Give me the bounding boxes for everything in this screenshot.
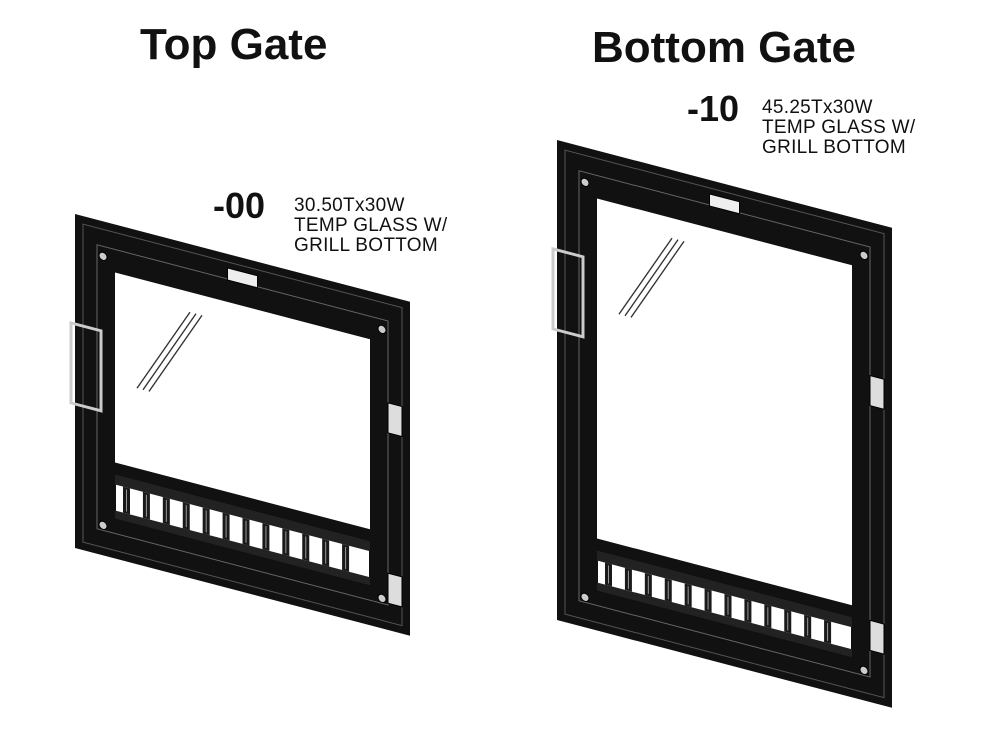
handle [69, 321, 103, 413]
top-gate-desc-line: TEMP GLASS W/ [294, 215, 448, 236]
bolt [580, 177, 590, 187]
top-gate-code: -00 [213, 185, 266, 226]
bottom-gate-size: 45.25Tx30W [762, 97, 873, 118]
frame-bevel [564, 149, 885, 699]
top-gate-desc-line: GRILL BOTTOM [294, 235, 439, 256]
bolt [580, 592, 590, 602]
grill-top-rail [597, 550, 852, 628]
bolt [377, 324, 387, 335]
bolt [859, 250, 869, 261]
hinge [387, 402, 403, 438]
grill-top-rail [115, 474, 370, 552]
latch [227, 267, 258, 289]
hinge [387, 572, 403, 608]
bottom-gate-title: Bottom Gate [592, 23, 856, 72]
glass-reflection [618, 237, 673, 315]
hinge [869, 619, 885, 655]
top-gate-description: 30.50Tx30W TEMP GLASS W/ GRILL BOTTOM [294, 196, 447, 256]
bolt [377, 593, 387, 604]
glass-reflection [136, 311, 191, 389]
bolt [98, 251, 108, 261]
handle [551, 247, 585, 339]
top-gate-drawing [69, 213, 410, 636]
latch [709, 193, 740, 215]
bolt [98, 520, 108, 530]
grill-bottom-rail [597, 582, 852, 658]
glass-reflection [630, 240, 685, 318]
glass-reflection [142, 313, 197, 391]
top-gate-title: Top Gate [140, 20, 328, 69]
glass-reflection [148, 314, 203, 392]
glass-reflection [624, 239, 679, 317]
glass-panel [597, 198, 852, 606]
bottom-gate-desc-line: GRILL BOTTOM [762, 137, 907, 158]
grill-bottom-rail [115, 510, 370, 586]
glass-panel [115, 272, 370, 530]
frame-bevel [82, 223, 403, 627]
top-gate-size: 30.50Tx30W [294, 195, 405, 216]
bottom-gate-desc-line: TEMP GLASS W/ [762, 117, 916, 138]
hinge [869, 374, 885, 410]
bottom-gate-drawing [551, 139, 892, 708]
bottom-gate-code: -10 [687, 88, 740, 129]
bolt [859, 665, 869, 676]
bottom-gate-description: 45.25Tx30W TEMP GLASS W/ GRILL BOTTOM [762, 98, 915, 158]
